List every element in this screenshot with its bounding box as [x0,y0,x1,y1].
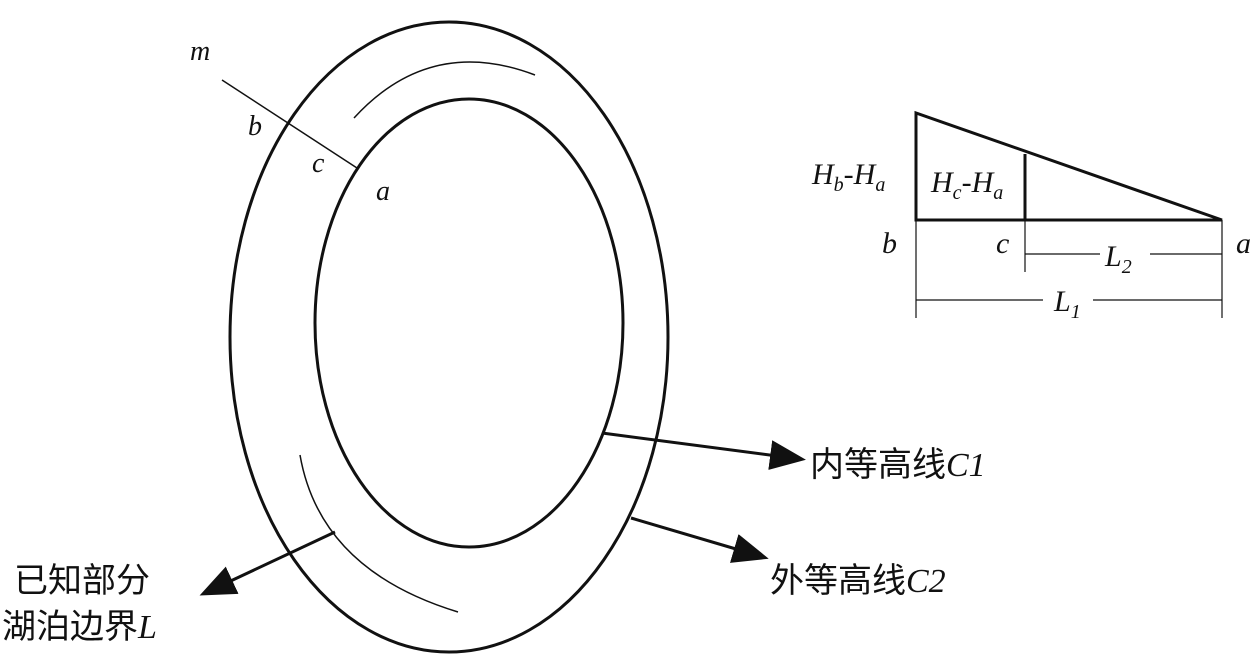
arrow-inner-contour [601,431,806,470]
cross-section-inset: Hb-Ha Hc-Ha b c a L2 L1 [811,110,1251,323]
line-m [221,79,358,169]
label-lake-line2: 湖泊边界L [2,607,157,647]
label-lake-line1: 已知部分 [14,561,150,601]
inset-label-b: b [882,227,897,260]
inner-contour-c1 [313,97,625,549]
arrow-lake-boundary [199,530,336,596]
outer-contour-c2 [228,20,670,654]
label-outer-contour: 外等高线C2 [770,561,946,601]
lake-boundary-arc-top [353,61,536,119]
inset-label-hb-ha: Hb-Ha [811,158,885,196]
label-c: c [312,148,325,179]
label-a: a [376,176,390,207]
inset-label-a: a [1236,227,1251,260]
label-m: m [190,36,210,67]
inset-outer-triangle [914,110,1223,222]
label-b: b [248,111,262,142]
inset-label-hc-ha: Hc-Ha [930,166,1003,204]
inset-label-l1: L1 [1053,285,1081,323]
label-inner-contour: 内等高线C1 [810,445,986,485]
inset-label-c: c [996,227,1009,260]
lake-boundary-arc-bottom [299,454,459,613]
arrow-outer-contour [630,516,769,563]
inset-label-l2: L2 [1104,240,1132,278]
